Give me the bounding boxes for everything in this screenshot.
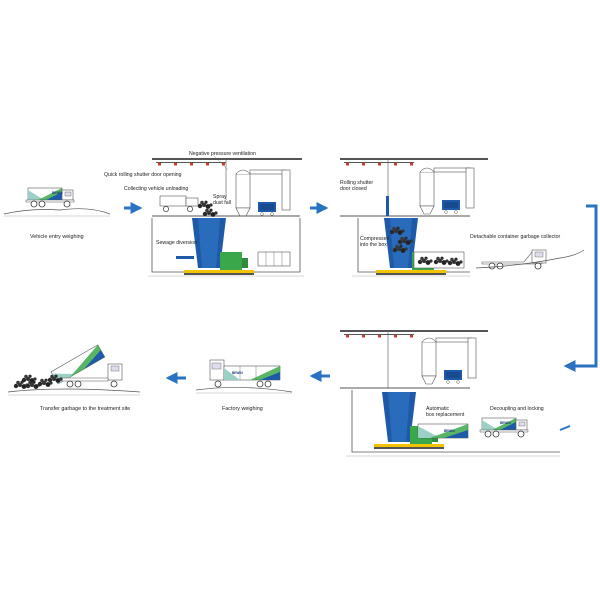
label-decoupling: Decoupling and locking <box>490 406 544 412</box>
step-2-unloading: Negative pressure ventilation Quick roll… <box>104 151 304 277</box>
label-detachable-collector: Detachable container garbage collector <box>470 234 561 240</box>
label-shutter-closed-1: Rolling shutter <box>340 180 373 186</box>
flow-arrow-3 <box>563 204 598 372</box>
step-1-caption: Vehicle entry weighing <box>30 234 84 240</box>
step-3-compression: Rolling shutter door closed Compressed i… <box>340 158 585 277</box>
label-collecting-vehicle: Collecting vehicle unloading <box>124 186 188 192</box>
ventilation-tower-3 <box>419 167 475 215</box>
label-spray: Spray <box>213 194 227 200</box>
ventilation-tower <box>235 169 291 217</box>
step-5-factory-weighing: BEWIN Factory weighing <box>195 359 293 412</box>
spray-nozzles-3 <box>344 162 414 166</box>
label-negative-pressure: Negative pressure ventilation <box>189 151 256 157</box>
truck-brand-text: BEWIN <box>52 191 63 195</box>
truck-5-brand-text: BEWIN <box>232 371 243 375</box>
label-compressed-2: into the box <box>360 242 387 248</box>
label-automatic: Automatic <box>426 406 449 412</box>
box-brand-text: BEWIN <box>444 429 455 433</box>
detachable-collector-truck <box>481 249 547 270</box>
label-box-replacement: box replacement <box>426 412 465 418</box>
truck-4-brand-text: BEWIN <box>500 421 511 425</box>
step-6-caption: Transfer garbage to the treatment site <box>40 406 130 412</box>
label-sewage-diversion: Sewage diversion <box>156 240 197 246</box>
label-compressed-1: Compressed <box>360 236 390 242</box>
label-shutter-closed-2: door closed <box>340 186 367 192</box>
spray-nozzles <box>156 162 226 166</box>
ventilation-tower-4 <box>421 337 477 385</box>
step-5-caption: Factory weighing <box>222 406 263 412</box>
step-4-box-replacement: BEWIN BEWIN Automatic box replacement De… <box>340 330 571 457</box>
label-shutter-opening: Quick rolling shutter door opening <box>104 172 182 178</box>
compressor-unit-4 <box>374 392 444 449</box>
label-dust-fall: dust fall <box>213 200 231 206</box>
compressor-unit <box>184 218 254 275</box>
step-1-vehicle-entry: BEWIN Vehicle entry weighing <box>3 187 111 240</box>
step-6-transfer: Transfer garbage to the treatment site <box>7 344 141 412</box>
collection-truck <box>25 187 75 208</box>
spray-nozzles-4 <box>344 334 414 338</box>
